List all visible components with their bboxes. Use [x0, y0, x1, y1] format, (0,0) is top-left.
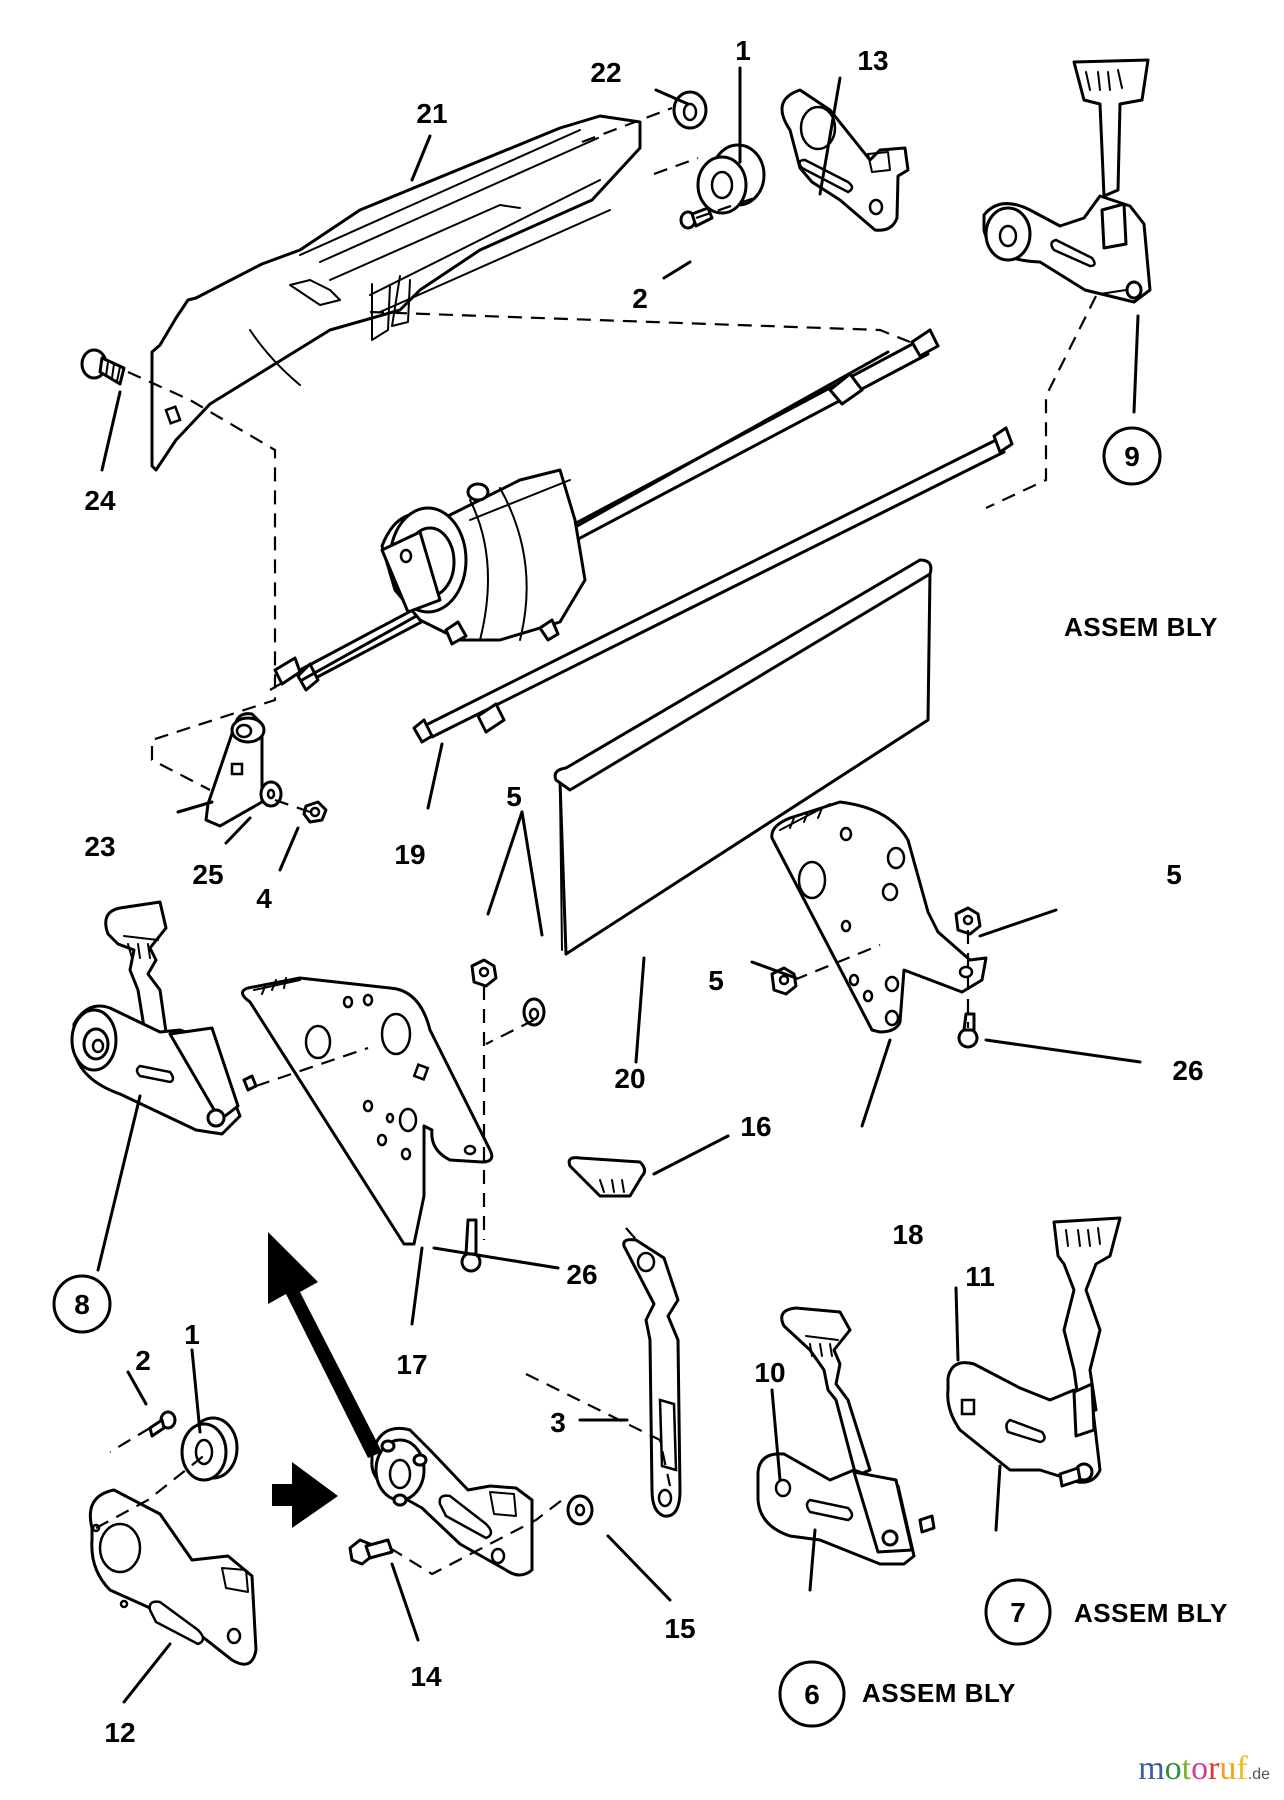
label-part-13: 13 — [857, 45, 888, 76]
label-part-4: 4 — [256, 883, 272, 914]
assembly-7-text: ASSEM BLY — [1074, 1598, 1228, 1628]
part-12-bracket-plate — [88, 1488, 258, 1666]
assembly-callout-8: 8 — [52, 1274, 112, 1334]
part-1-bearing-bottom — [180, 1416, 239, 1482]
assembly-6-text: ASSEM BLY — [862, 1678, 1016, 1708]
label-part-24: 24 — [84, 485, 116, 516]
part-14-bolt — [348, 1538, 394, 1566]
part-5-nut-upper-1 — [470, 958, 498, 988]
motoruf-watermark: motoruf.de — [1138, 1752, 1270, 1786]
part-6-lever-assembly — [756, 1306, 936, 1566]
label-part-5-pair: 5 — [506, 781, 522, 812]
assembly-callout-9: 9 ASSEM BLY — [1064, 426, 1218, 642]
label-part-5-right: 5 — [1166, 859, 1182, 890]
watermark-letter: o — [1164, 1750, 1182, 1787]
part-24-bolt — [80, 348, 126, 386]
assembly-direction-arrows — [268, 1232, 382, 1528]
label-part-19: 19 — [394, 839, 425, 870]
watermark-letter: u — [1219, 1750, 1237, 1787]
label-part-15: 15 — [664, 1613, 695, 1644]
part-23-bracket — [204, 712, 266, 828]
part-7-lever-assembly — [946, 1216, 1122, 1488]
watermark-letter: m — [1138, 1750, 1165, 1787]
part-3-link-arm — [622, 1238, 682, 1518]
label-part-21: 21 — [416, 98, 447, 129]
drive-axle — [300, 350, 890, 682]
arrow-up-left — [268, 1232, 382, 1458]
label-part-14: 14 — [410, 1661, 442, 1692]
assembly-6-number: 6 — [804, 1679, 820, 1710]
label-part-18: 18 — [892, 1219, 923, 1250]
transmission-gearbox — [380, 468, 587, 646]
part-22-collar — [672, 90, 708, 130]
label-part-23: 23 — [84, 831, 115, 862]
label-part-2-top: 2 — [632, 283, 648, 314]
label-part-11: 11 — [965, 1261, 995, 1292]
watermark-letter: f — [1236, 1750, 1248, 1787]
label-part-25: 25 — [192, 859, 223, 890]
assembly-7-number: 7 — [1010, 1597, 1026, 1628]
part-4-nut — [302, 800, 328, 824]
label-part-3: 3 — [550, 1407, 566, 1438]
label-part-20: 20 — [614, 1063, 645, 1094]
part-19-shaft — [412, 426, 1014, 744]
arrow-right — [272, 1462, 338, 1528]
label-part-5-middle: 5 — [708, 965, 724, 996]
part-9-lever-assembly — [982, 58, 1152, 304]
part-26-screw-left — [460, 1218, 482, 1273]
assembly-dashed-lines — [95, 106, 1097, 1576]
assembly-9-text: ASSEM BLY — [1064, 612, 1218, 642]
part-26-screw-right — [957, 1012, 979, 1049]
part-number-labels: 22 1 13 21 2 24 23 25 4 19 5 20 5 5 26 1… — [84, 35, 1203, 1748]
leader-lines — [96, 66, 1142, 1704]
part-13-bracket-plate — [780, 88, 910, 232]
label-part-26-right: 26 — [1172, 1055, 1203, 1086]
label-part-2-bottom: 2 — [135, 1345, 151, 1376]
assembly-callout-6: 6 ASSEM BLY — [778, 1660, 1016, 1728]
part-17-side-plate — [241, 976, 494, 1246]
part-25-washer — [259, 780, 283, 808]
part-15-washer — [566, 1494, 594, 1526]
part-20-panel — [553, 558, 933, 956]
watermark-letter: t — [1181, 1750, 1192, 1787]
label-part-1-top: 1 — [735, 35, 751, 66]
label-part-16: 16 — [740, 1111, 771, 1142]
part-18-side-plate — [770, 800, 988, 1034]
label-part-12: 12 — [104, 1717, 135, 1748]
part-8-lever-assembly — [70, 900, 258, 1136]
label-part-26-left: 26 — [566, 1259, 597, 1290]
watermark-tld: .de — [1247, 1766, 1270, 1783]
label-part-1-bottom: 1 — [184, 1319, 200, 1350]
bracket-plate-assembled — [370, 1427, 534, 1577]
assembly-callout-7: 7 ASSEM BLY — [984, 1578, 1228, 1646]
part-1-bearing-top — [696, 143, 766, 215]
part-2-screw-bottom — [148, 1410, 177, 1438]
part-16-lever-cap — [567, 1156, 647, 1198]
label-part-22: 22 — [590, 57, 621, 88]
label-part-10: 10 — [754, 1357, 785, 1388]
label-part-17: 17 — [396, 1349, 427, 1380]
assembly-9-number: 9 — [1124, 441, 1140, 472]
watermark-letter: r — [1208, 1750, 1220, 1787]
part-5-nut-right — [954, 906, 982, 936]
watermark-letter: o — [1191, 1750, 1209, 1787]
part-5-nut-upper-2 — [522, 997, 546, 1027]
part-21-housing-cover — [150, 114, 642, 472]
assembly-8-number: 8 — [74, 1289, 90, 1320]
